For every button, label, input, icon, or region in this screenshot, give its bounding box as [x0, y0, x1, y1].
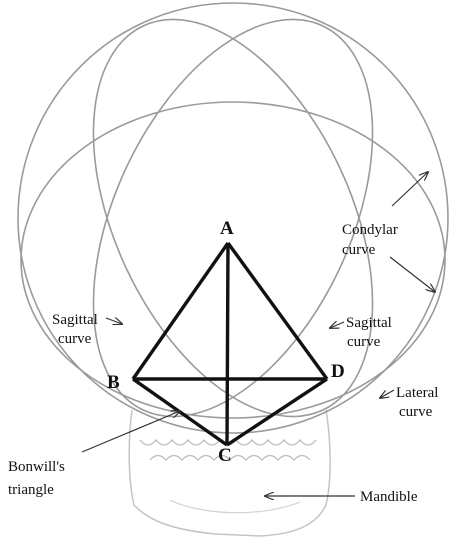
condylar-arrow-bottom: [389, 256, 435, 292]
edge-d-c: [226, 377, 328, 447]
mandible-outline: [128, 409, 331, 537]
point-a-label: A: [220, 218, 234, 239]
sagittal-left-arrow: [105, 318, 122, 324]
sagittal-curve-right-label-line1: Sagittal: [346, 315, 392, 331]
mandible-sketch: [128, 409, 331, 537]
bonwill-arrow: [81, 411, 180, 453]
lower-teeth: [149, 454, 311, 461]
bonwills-triangle-label-line1: Bonwill's: [8, 459, 65, 475]
sagittal-right-arrow: [330, 322, 345, 328]
sagittal-curve-ellipse-right: [92, 18, 374, 418]
sagittal-curve-left-label-line2: curve: [58, 331, 92, 347]
edge-a-b: [131, 242, 230, 380]
lateral-curve-ellipse: [20, 101, 446, 419]
bonwill-triangle: [131, 241, 329, 447]
construction-curves: [17, 2, 449, 434]
sagittal-curve-left-label-line1: Sagittal: [52, 312, 98, 328]
sagittal-curve-ellipse-left: [92, 18, 374, 418]
annotation-arrows: [81, 172, 435, 496]
condylar-sphere: [17, 2, 449, 434]
chin-shading: [169, 499, 301, 514]
point-d-label: D: [331, 361, 345, 382]
point-c-label: C: [218, 445, 232, 466]
lateral-curve-label-line2: curve: [399, 404, 433, 420]
point-b-label: B: [107, 372, 120, 393]
condylar-curve-label-line2: curve: [342, 242, 376, 258]
mandible-label: Mandible: [360, 489, 418, 505]
edge-a-d: [226, 241, 329, 381]
bonwills-triangle-label-line2: triangle: [8, 482, 54, 498]
condylar-arrow-top: [391, 172, 428, 207]
lateral-curve-label-line1: Lateral: [396, 385, 438, 401]
edge-a-c: [225, 242, 230, 446]
condylar-curve-label-line1: Condylar: [342, 222, 398, 238]
lateral-arrow: [380, 389, 395, 398]
sagittal-curve-right-label-line2: curve: [347, 334, 381, 350]
